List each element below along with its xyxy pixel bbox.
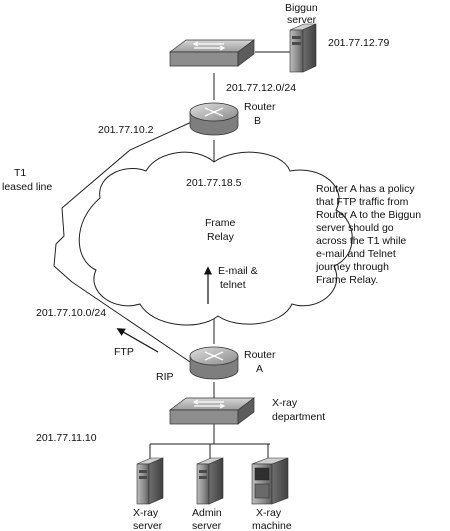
admin-server-label-line-2: server xyxy=(192,520,222,531)
t1-label-line-2: leased line xyxy=(2,181,52,193)
policy-note-line: Frame Relay. xyxy=(316,274,378,286)
bottom-switch-side-face xyxy=(237,397,255,425)
xray-server-side xyxy=(148,457,164,505)
biggun-server: Biggun server 201.77.12.79 xyxy=(285,2,389,73)
policy-note-line: Router A has a policy xyxy=(316,183,415,195)
frame-relay-ip: 201.77.18.5 xyxy=(186,177,242,189)
router-arrows-icon xyxy=(204,107,224,117)
rip-label: RIP xyxy=(156,371,174,383)
frame-relay-label-line-1: Frame xyxy=(205,217,235,229)
switch-arrows-icon xyxy=(192,399,226,409)
top-switch-subnet: 201.77.12.0/24 xyxy=(226,82,296,94)
top-switch: 201.77.12.0/24 xyxy=(168,39,296,94)
policy-note-line: e-mail and Telnet xyxy=(316,248,396,260)
biggun-server-ip: 201.77.12.79 xyxy=(328,37,389,49)
t1-subnet: 201.77.10.0/24 xyxy=(36,307,106,319)
router-b-ip: 201.77.10.2 xyxy=(98,124,154,136)
top-switch-front-face xyxy=(169,51,239,67)
policy-note: Router A has a policy that FTP traffic f… xyxy=(315,183,421,286)
t1-leased-line xyxy=(53,119,197,367)
biggun-server-label-line-1: Biggun xyxy=(285,2,318,14)
xray-machine: X-ray machine xyxy=(251,457,292,531)
admin-server-drive xyxy=(199,476,207,479)
xray-server-label-line-1: X-ray xyxy=(133,507,159,519)
ftp-arrow xyxy=(116,328,159,353)
frame-relay-label-line-2: Relay xyxy=(207,231,235,243)
router-b: Router B 201.77.10.2 xyxy=(98,101,276,136)
policy-note-line: journey through xyxy=(315,261,389,273)
xray-machine-panel xyxy=(254,483,270,499)
switch-arrows-icon xyxy=(192,41,226,51)
admin-server-side xyxy=(208,457,224,505)
xray-server-drive xyxy=(139,476,147,479)
biggun-server-drive xyxy=(292,36,301,39)
biggun-server-drive xyxy=(292,42,301,45)
t1-label-line-1: T1 xyxy=(14,167,26,179)
frame-relay-cloud: Frame Relay 201.77.18.5 xyxy=(78,151,353,326)
xray-department-switch: X-ray department 201.77.11.10 xyxy=(36,397,325,444)
xray-machine-label-line-1: X-ray xyxy=(256,507,282,519)
cloud-shape xyxy=(78,151,353,326)
xray-machine-screen xyxy=(254,467,270,481)
admin-server-label-line-1: Admin xyxy=(192,507,222,519)
admin-server: Admin server xyxy=(192,457,224,531)
router-b-label-line-2: B xyxy=(254,115,261,127)
biggun-server-label-line-2: server xyxy=(287,14,317,26)
policy-note-line: server should go xyxy=(316,222,394,234)
xray-server-label-line-2: server xyxy=(133,520,163,531)
router-arrows-icon xyxy=(204,351,224,361)
xray-server: X-ray server xyxy=(133,457,164,531)
xray-server-drive xyxy=(139,470,147,473)
router-a-label-line-2: A xyxy=(256,363,263,375)
biggun-server-side xyxy=(302,23,317,73)
router-a-label-line-1: Router xyxy=(244,349,276,361)
admin-server-drive xyxy=(199,470,207,473)
router-b-label-line-1: Router xyxy=(244,101,276,113)
xray-department-label-line-1: X-ray xyxy=(272,397,298,409)
policy-note-line: that FTP traffic from xyxy=(316,196,409,208)
top-switch-side-face xyxy=(237,39,255,67)
bottom-switch-front-face xyxy=(169,409,239,425)
flow-arrows: E-mail & telnet FTP RIP xyxy=(114,265,258,383)
email-telnet-label-line-1: E-mail & xyxy=(218,265,258,277)
xray-machine-label-line-2: machine xyxy=(252,520,292,531)
router-a: Router A xyxy=(189,346,276,380)
policy-note-line: across the T1 while xyxy=(316,235,406,247)
email-telnet-label-line-2: telnet xyxy=(220,279,246,291)
policy-note-line: Router A to the Biggun xyxy=(316,209,421,221)
xray-machine-side xyxy=(271,457,289,505)
xray-department-subnet: 201.77.11.10 xyxy=(36,432,97,444)
ftp-label: FTP xyxy=(114,346,134,358)
t1-labels: T1 leased line 201.77.10.0/24 xyxy=(2,167,106,319)
xray-department-label-line-2: department xyxy=(272,411,325,423)
